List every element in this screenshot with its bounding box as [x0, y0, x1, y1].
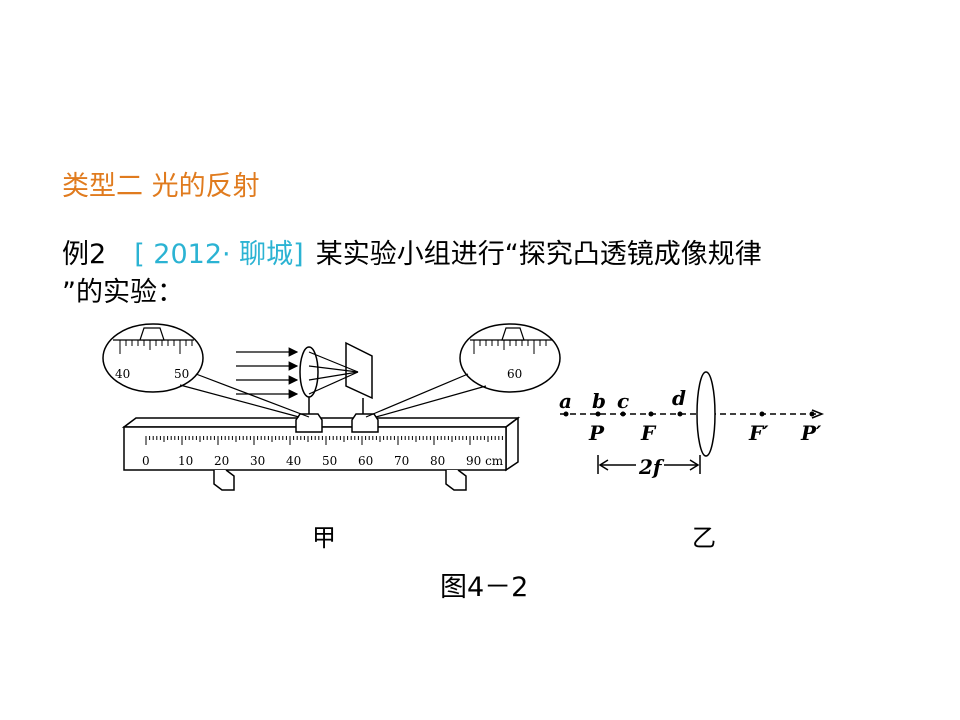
example-text-1: 某实验小组进行“探究凸透镜成像规律 [315, 239, 762, 270]
figure-right-label: 乙 [692, 524, 716, 552]
bench-tick-label: 70 [394, 454, 409, 468]
zoom-bubble-right: 60 [365, 323, 561, 418]
point-f-prime-label: F′ [748, 421, 769, 445]
bench-tick-label: 50 [322, 454, 337, 468]
example-text-2: ”的实验： [62, 277, 184, 308]
distance-label: 2f [638, 455, 665, 479]
bench-tick-label: 60 [358, 454, 373, 468]
bench-tick-label: 30 [250, 454, 265, 468]
point-p-prime-label: P′ [800, 421, 822, 445]
example-source: [ 2012· 聊城] [134, 239, 304, 270]
point-c-label: c [617, 389, 629, 413]
bench-tick-label: 0 [142, 454, 150, 468]
bench-tick-label: 40 [286, 454, 301, 468]
section-heading: 类型二 光的反射 [62, 171, 260, 202]
optical-axis-diagram: a b c d P F F′ P′ 2f [559, 371, 825, 479]
bench-tick-label: 90 cm [466, 454, 504, 468]
example-line-2: ”的实验： [62, 270, 184, 309]
bench-tick-label: 20 [214, 454, 229, 468]
bench-ruler-ticks [145, 436, 503, 445]
bench-tick-label: 10 [178, 454, 193, 468]
zoom-left-label-50: 50 [174, 367, 189, 381]
point-p-label: P [588, 421, 605, 445]
optical-bench: 0 10 20 30 40 50 60 70 80 90 cm [121, 341, 521, 491]
point-f-label: F [640, 421, 657, 445]
bench-ruler-labels: 0 10 20 30 40 50 60 70 80 90 cm [142, 454, 504, 468]
zoom-left-label-40: 40 [115, 367, 130, 381]
figure-caption: 图4－2 [440, 572, 529, 603]
example-label: 例2 [62, 239, 107, 270]
figure-left-label: 甲 [312, 524, 336, 552]
point-b-label: b [592, 389, 606, 413]
point-a-label: a [559, 389, 572, 413]
bench-tick-label: 80 [430, 454, 445, 468]
example-line-1: 例2 [ 2012· 聊城] 某实验小组进行“探究凸透镜成像规律 [62, 232, 762, 271]
zoom-bubble-left: 40 50 [102, 323, 310, 418]
point-d-label: d [672, 386, 686, 410]
zoom-right-label-60: 60 [507, 367, 522, 381]
